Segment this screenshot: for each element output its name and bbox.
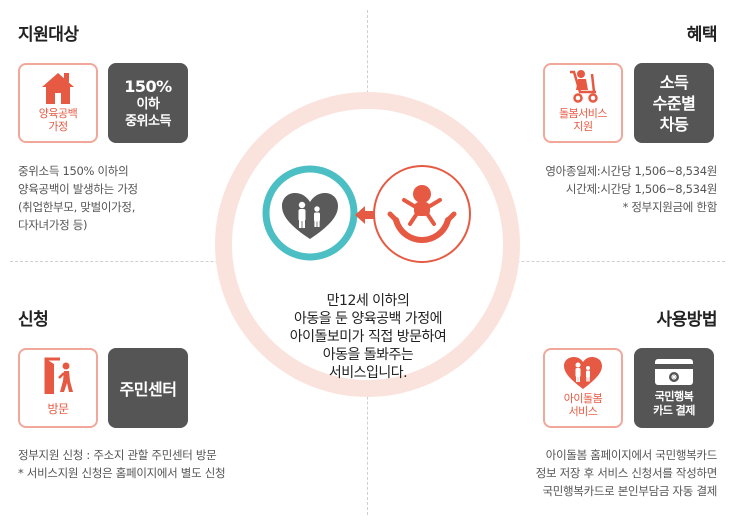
target-desc-line: 중위소득 150% 이하의	[18, 164, 129, 178]
target-criteria-box: 150% 이하 중위소득	[108, 63, 188, 143]
center-line: 아동을 둔 양육공백 가정에	[293, 311, 443, 327]
apply-desc-line: 정부지원 신청 : 주소지 관할 주민센터 방문	[18, 448, 217, 462]
target-title: 지원대상	[18, 25, 79, 45]
benefit-icon-label-2: 지원	[573, 120, 593, 133]
target-icon-label-1: 양육공백	[38, 107, 78, 120]
center-line: 만12세 이하의	[326, 293, 410, 309]
usage-desc-line: 아이돌봄 홈페이지에서 국민행복카드	[545, 448, 718, 462]
target-box-line-3: 중위소득	[125, 113, 171, 129]
usage-desc-line: 국민행복카드로 본인부담금 자동 결제	[542, 484, 717, 498]
apply-icon-label-1: 방문	[47, 402, 69, 416]
apply-place-box: 주민센터	[108, 348, 188, 428]
usage-desc-line: 정보 저장 후 서비스 신청서를 작성하면	[535, 466, 718, 480]
stroller-icon	[570, 70, 598, 103]
apply-description: 정부지원 신청 : 주소지 관할 주민센터 방문 * 서비스지원 신청은 홈페이…	[18, 446, 226, 482]
benefit-box-line-1: 소득	[659, 72, 689, 92]
center-description: 만12세 이하의 아동을 둔 양육공백 가정에 아이돌보미가 직접 방문하여 아…	[248, 292, 488, 382]
usage-description: 아이돌봄 홈페이지에서 국민행복카드 정보 저장 후 서비스 신청서를 작성하면…	[535, 446, 718, 500]
benefit-icon-box: 돌봄서비스 지원	[543, 63, 623, 143]
usage-box-line-1: 국민행복	[654, 390, 694, 403]
apply-box-line-1: 주민센터	[119, 380, 177, 399]
target-box-line-1: 150%	[124, 76, 172, 96]
baby-hands-icon	[373, 165, 471, 263]
apply-title: 신청	[18, 310, 49, 330]
benefit-description: 영아종일제:시간당 1,506~8,534원 시간제:시간당 1,506~8,5…	[545, 162, 717, 216]
target-box-line-2: 이하	[136, 96, 160, 112]
heart-parents-icon	[262, 165, 358, 261]
card-icon	[655, 359, 693, 385]
benefit-desc-line: 시간제:시간당 1,506~8,534원	[565, 182, 717, 196]
door-person-icon	[44, 357, 73, 394]
apply-desc-line: * 서비스지원 신청은 홈페이지에서 별도 신청	[18, 466, 226, 480]
arrow-left-icon	[355, 206, 377, 224]
target-desc-line: 다자녀가정 등)	[18, 218, 88, 232]
benefit-desc-line: * 정부지원금에 한함	[622, 200, 718, 214]
usage-icon-label-2: 서비스	[568, 405, 598, 418]
target-icon-box: 양육공백 가정	[18, 63, 98, 143]
target-desc-line: 양육공백이 발생하는 가정	[18, 182, 138, 196]
benefit-title: 혜택	[686, 25, 718, 45]
target-desc-line: (취업한부모, 맞벌이가정,	[18, 200, 136, 214]
benefit-criteria-box: 소득 수준별 차등	[634, 63, 714, 143]
usage-icon-label-1: 아이돌봄	[563, 392, 603, 405]
center-line: 아동을 돌봐주는	[322, 347, 414, 363]
benefit-icon-label-1: 돌봄서비스	[558, 107, 608, 120]
usage-icon-box: 아이돌봄 서비스	[543, 348, 623, 428]
center-line: 아이돌보미가 직접 방문하여	[289, 329, 447, 345]
benefit-box-line-3: 차등	[659, 114, 689, 134]
benefit-desc-line: 영아종일제:시간당 1,506~8,534원	[545, 164, 717, 178]
usage-title: 사용방법	[656, 310, 717, 330]
benefit-box-line-2: 수준별	[652, 93, 696, 113]
target-description: 중위소득 150% 이하의 양육공백이 발생하는 가정 (취업한부모, 맞벌이가…	[18, 162, 138, 234]
usage-payment-box: 국민행복 카드 결제	[634, 348, 714, 428]
target-icon-label-2: 가정	[48, 120, 68, 133]
usage-box-line-2: 카드 결제	[653, 404, 695, 417]
heart-family-icon	[564, 357, 602, 389]
apply-icon-box: 방문	[18, 348, 98, 428]
house-icon	[42, 73, 74, 104]
center-line: 서비스입니다.	[328, 365, 408, 381]
